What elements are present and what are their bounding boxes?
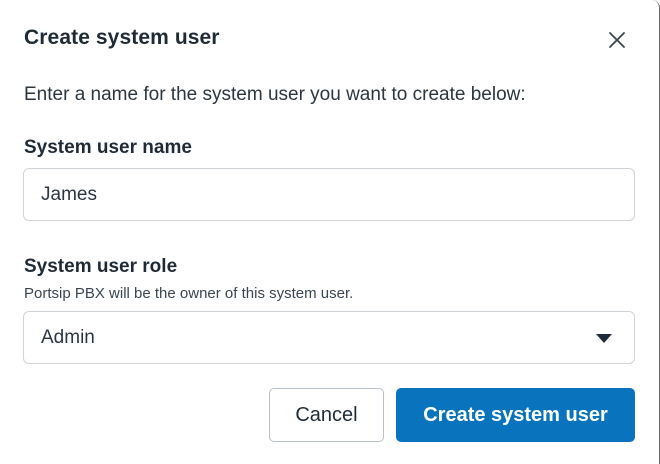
close-button[interactable] bbox=[603, 26, 631, 54]
cancel-button[interactable]: Cancel bbox=[269, 388, 384, 442]
system-user-name-field[interactable] bbox=[23, 168, 635, 221]
system-user-name-label: System user name bbox=[24, 137, 192, 158]
dialog-description: Enter a name for the system user you wan… bbox=[24, 84, 526, 105]
create-system-user-button[interactable]: Create system user bbox=[396, 388, 635, 442]
close-icon bbox=[609, 32, 625, 48]
selected-role-value: Admin bbox=[41, 326, 95, 348]
system-user-name-input[interactable] bbox=[41, 183, 634, 206]
dialog-title: Create system user bbox=[24, 26, 220, 49]
system-user-role-hint: Portsip PBX will be the owner of this sy… bbox=[24, 285, 354, 302]
system-user-role-label: System user role bbox=[24, 256, 178, 277]
system-user-role-select[interactable]: Admin bbox=[23, 311, 635, 364]
caret-down-icon bbox=[596, 334, 612, 343]
